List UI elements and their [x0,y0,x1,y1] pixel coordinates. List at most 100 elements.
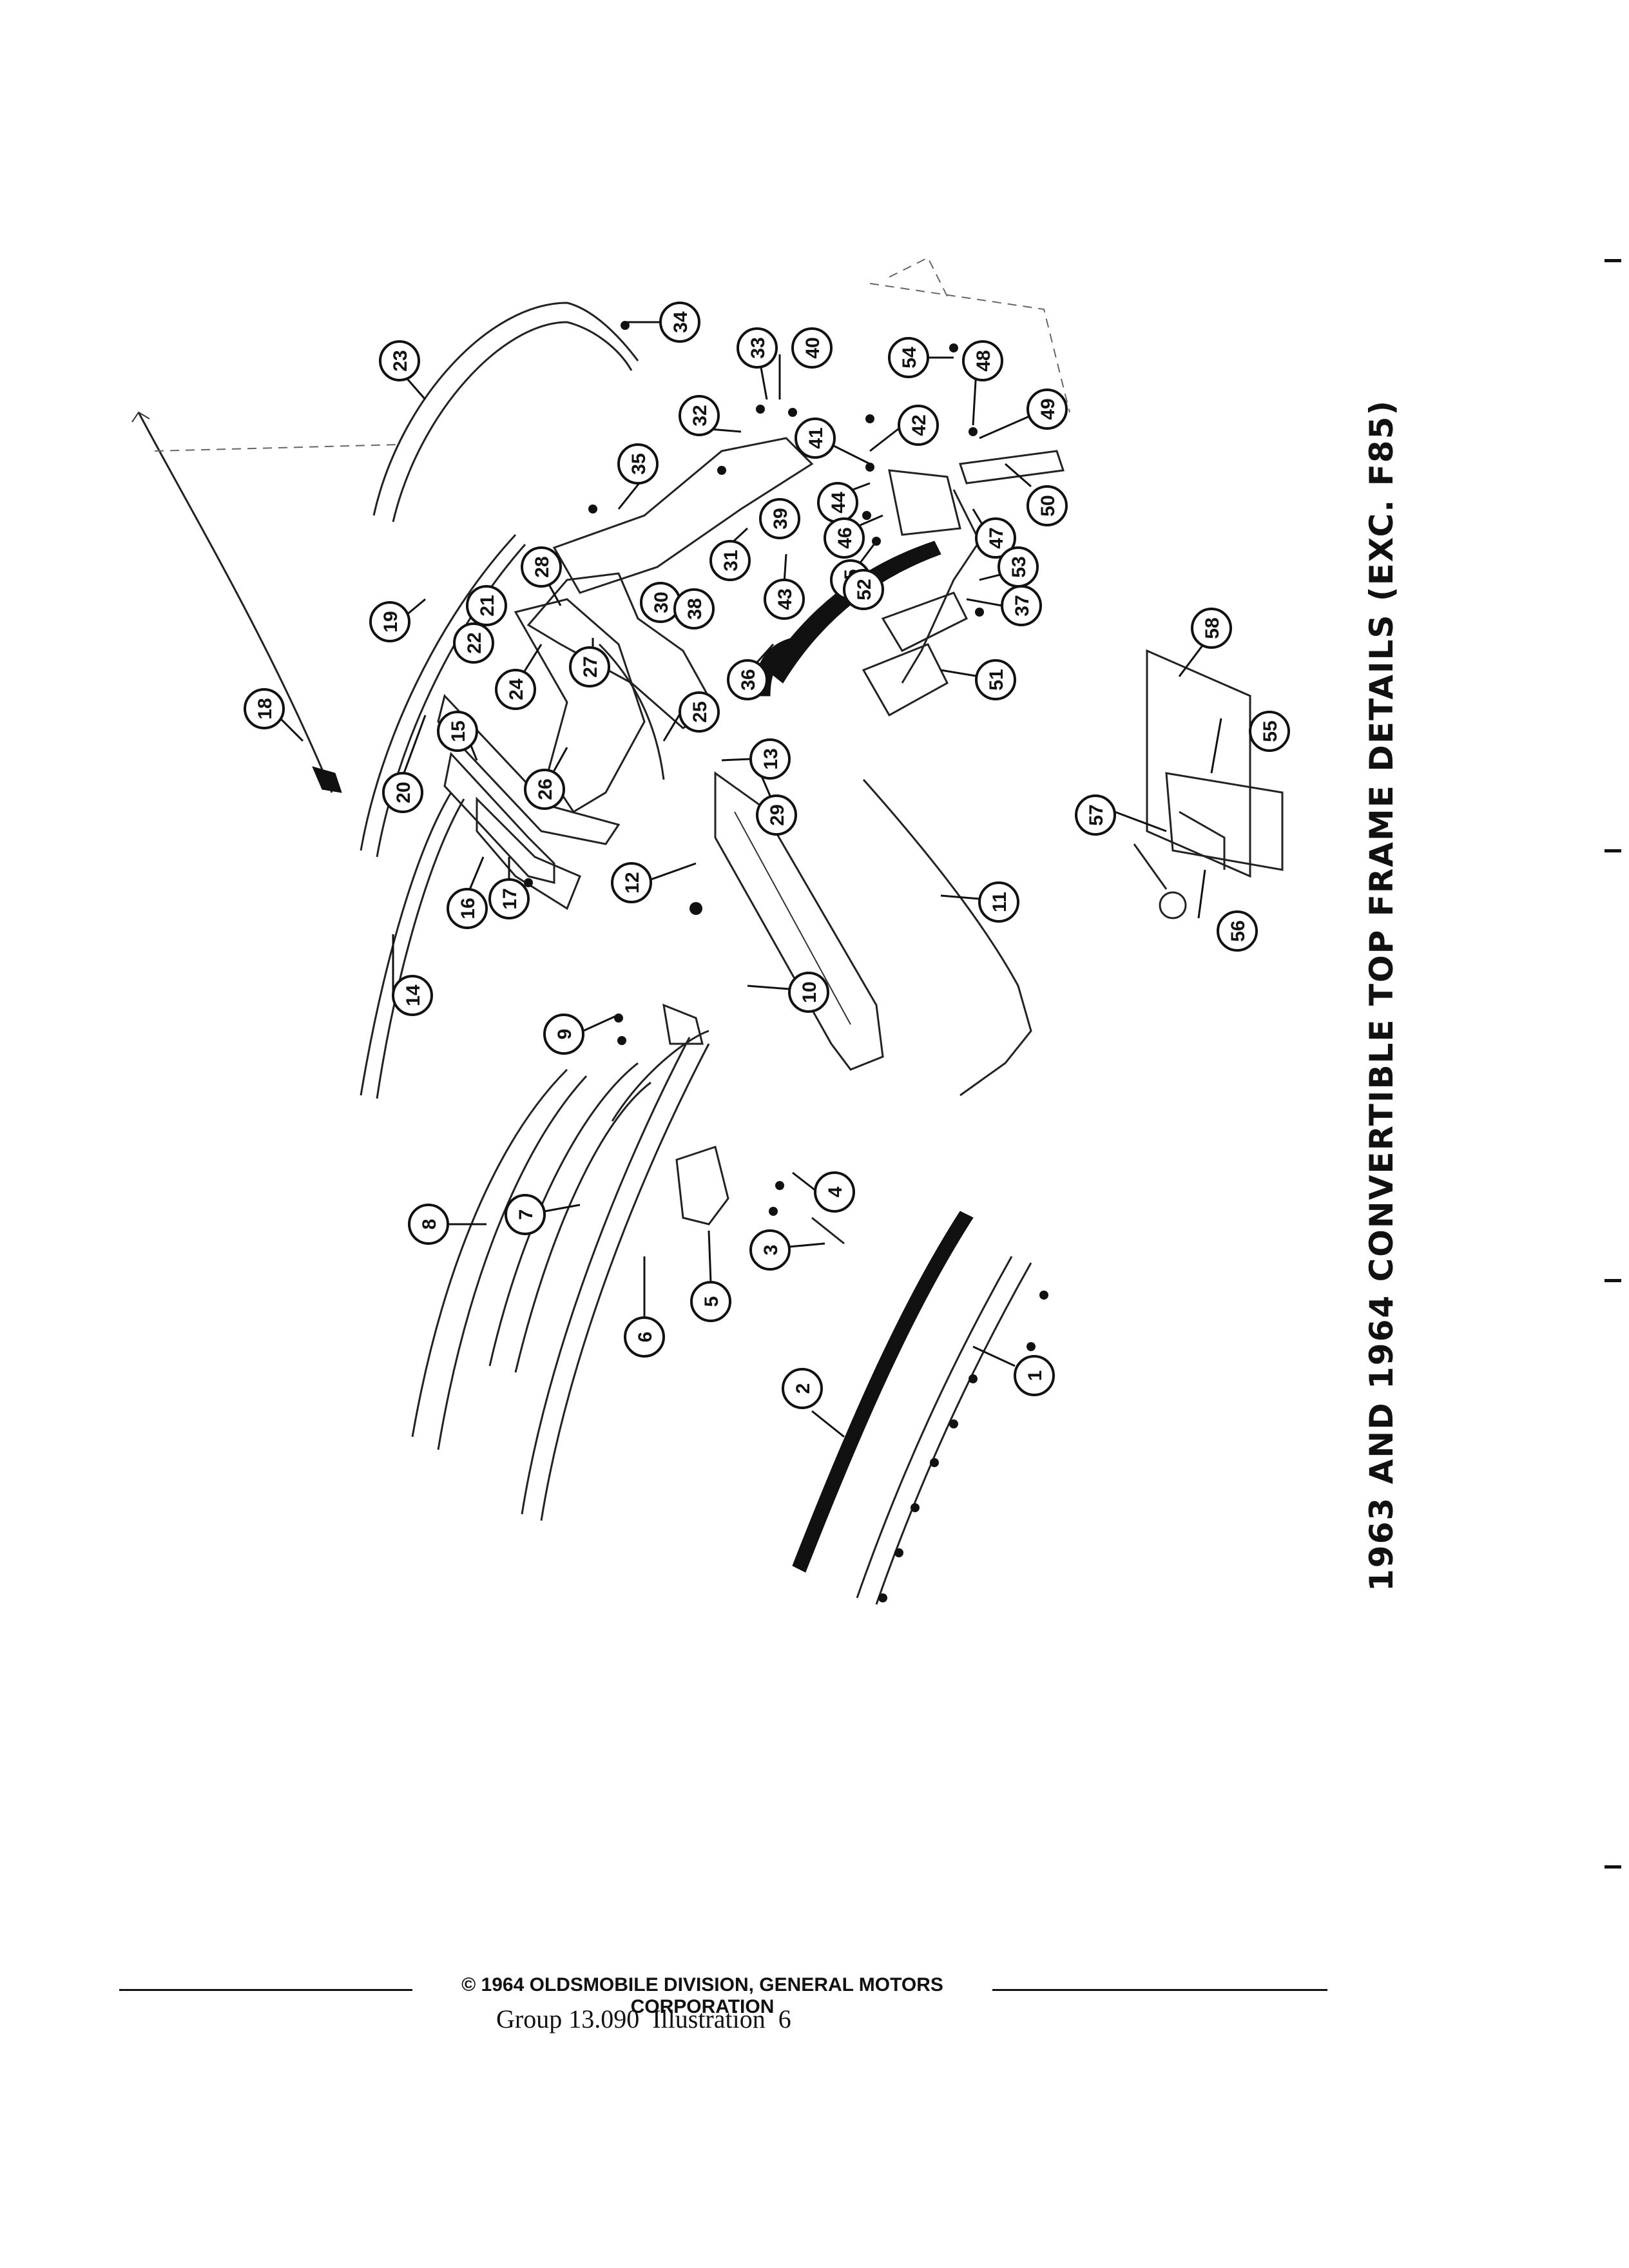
callout-38: 38 [673,588,715,629]
svg-text:15: 15 [448,720,469,742]
svg-text:40: 40 [802,337,824,358]
callout-11: 11 [978,881,1019,923]
svg-text:27: 27 [580,656,601,677]
callout-31: 31 [709,540,751,581]
callout-13: 13 [749,738,791,780]
svg-text:53: 53 [1008,556,1030,577]
callout-27: 27 [569,646,610,687]
svg-text:2: 2 [793,1383,814,1394]
callout-49: 49 [1027,389,1068,430]
callout-53: 53 [998,546,1039,588]
callout-46: 46 [824,517,865,559]
svg-text:12: 12 [622,872,643,893]
svg-text:17: 17 [499,888,521,909]
callout-22: 22 [453,622,494,664]
callout-50: 50 [1027,485,1068,526]
callout-41: 41 [795,418,836,459]
svg-text:52: 52 [854,579,875,600]
svg-text:23: 23 [390,350,411,371]
callout-47: 47 [975,517,1016,559]
footer-rule-left [119,1989,416,1991]
svg-text:8: 8 [419,1219,440,1230]
svg-text:47: 47 [986,527,1007,548]
svg-text:7: 7 [516,1209,537,1220]
callout-36: 36 [727,659,768,700]
svg-text:16: 16 [458,898,479,919]
callout-2: 2 [782,1368,823,1409]
svg-text:30: 30 [651,591,672,613]
svg-text:46: 46 [834,527,856,548]
svg-text:10: 10 [799,981,820,1003]
callout-16: 16 [447,888,488,929]
callout-10: 10 [788,972,829,1013]
svg-text:32: 32 [689,405,711,426]
callout-25: 25 [679,691,720,733]
svg-text:5: 5 [701,1296,722,1307]
callout-7: 7 [505,1194,546,1235]
callout-35: 35 [617,443,659,485]
svg-text:51: 51 [986,669,1007,690]
callout-5: 5 [690,1281,731,1322]
callout-17: 17 [488,878,530,919]
callout-23: 23 [379,340,420,381]
margin-tick [1605,1279,1621,1282]
svg-text:22: 22 [464,632,485,653]
callout-58: 58 [1191,608,1232,649]
margin-tick [1605,849,1621,852]
svg-text:24: 24 [506,678,527,700]
callout-19: 19 [369,601,410,642]
svg-text:42: 42 [909,414,930,436]
callout-12: 12 [611,862,652,903]
callout-28: 28 [521,546,562,588]
svg-text:57: 57 [1086,804,1107,825]
callout-44: 44 [817,482,858,523]
callout-52: 52 [843,569,884,610]
svg-text:38: 38 [684,598,706,619]
callout-4: 4 [814,1171,855,1213]
svg-text:41: 41 [805,427,827,448]
callout-15: 15 [437,711,478,752]
callout-14: 14 [392,975,433,1016]
svg-text:43: 43 [775,588,796,610]
svg-text:58: 58 [1202,617,1223,639]
callout-1: 1 [1014,1355,1055,1396]
callout-42: 42 [898,405,939,446]
svg-text:21: 21 [477,595,498,616]
callout-8: 8 [408,1204,449,1245]
callout-21: 21 [466,585,507,626]
svg-text:18: 18 [255,698,276,719]
svg-text:56: 56 [1228,920,1249,941]
callout-33: 33 [737,327,778,369]
svg-text:31: 31 [720,550,742,571]
page-title: 1963 AND 1964 CONVERTIBLE TOP FRAME DETA… [1363,399,1400,1591]
svg-text:50: 50 [1037,495,1059,516]
footer-rule-right [967,1989,1327,1991]
callout-37: 37 [1001,585,1042,626]
svg-text:29: 29 [767,804,788,825]
callout-48: 48 [962,340,1003,381]
margin-tick [1605,1865,1621,1869]
svg-text:54: 54 [899,347,920,369]
callout-9: 9 [543,1014,584,1055]
svg-text:4: 4 [825,1186,846,1197]
callout-20: 20 [382,772,423,813]
margin-tick [1605,259,1621,262]
callout-56: 56 [1217,910,1258,952]
svg-text:55: 55 [1260,720,1281,742]
svg-text:11: 11 [989,892,1010,912]
svg-text:14: 14 [403,985,424,1006]
leader-lines [263,321,1222,1438]
svg-text:49: 49 [1037,398,1059,419]
svg-text:3: 3 [760,1245,782,1256]
page-title-container: 1963 AND 1964 CONVERTIBLE TOP FRAME DETA… [1363,399,1440,1591]
svg-text:34: 34 [670,311,691,333]
svg-text:39: 39 [770,508,791,529]
copyright-text: © 1964 OLDSMOBILE DIVISION, GENERAL MOTO… [412,1974,992,2018]
callout-34: 34 [659,302,700,343]
callout-32: 32 [679,395,720,436]
svg-text:37: 37 [1012,595,1033,616]
svg-text:26: 26 [535,778,556,800]
svg-text:36: 36 [738,669,759,690]
callout-54: 54 [888,337,929,378]
svg-text:20: 20 [393,782,414,803]
